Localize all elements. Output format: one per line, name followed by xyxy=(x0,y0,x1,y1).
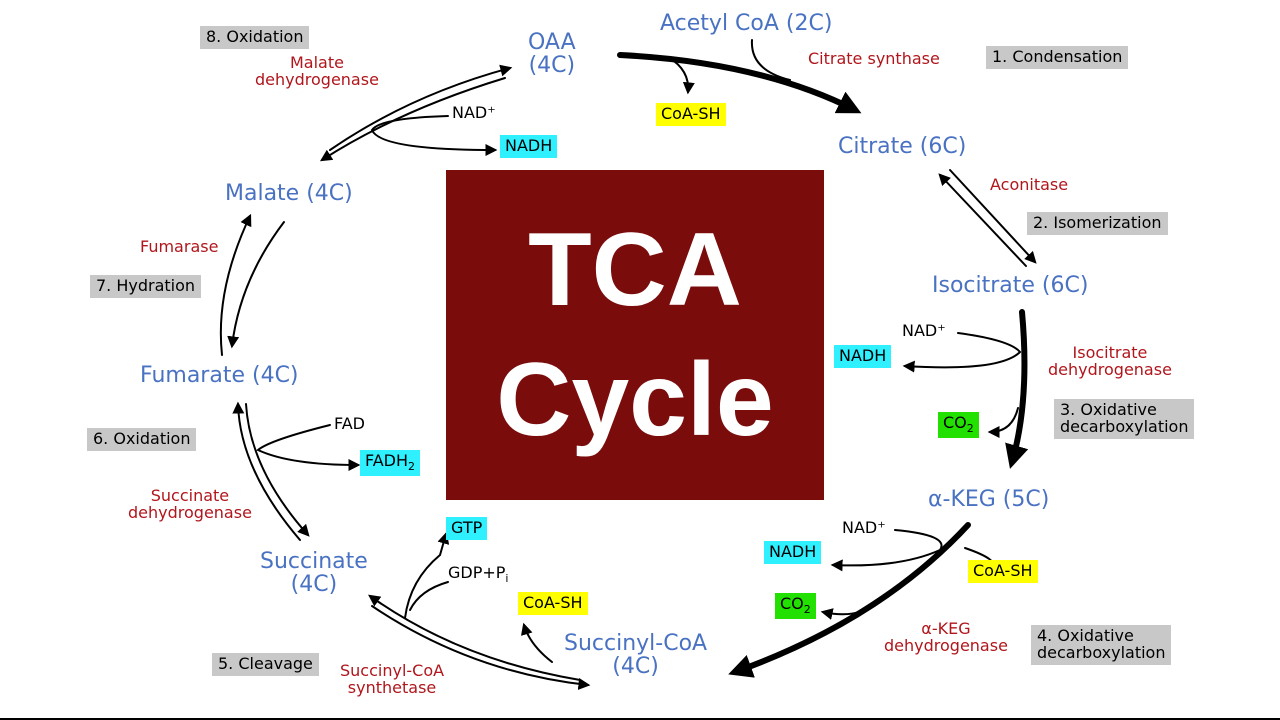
enzyme-malate-dehydrogenase: Malate dehydrogenase xyxy=(255,53,379,89)
enzyme-akeg-dehydrogenase: α-KEG dehydrogenase xyxy=(884,619,1008,655)
step-6-label: 6. Oxidation xyxy=(87,428,197,451)
gdp-text: GDP+P xyxy=(448,563,506,582)
metabolite-citrate: Citrate (6C) xyxy=(838,134,967,159)
enzyme-succinyl-coa-synthetase: Succinyl-CoA synthetase xyxy=(340,661,445,697)
cofactor-nad-step8: NAD⁺ xyxy=(452,103,496,122)
metabolite-succinate: Succinate (4C) xyxy=(260,550,368,596)
enzyme-mdh-line-2: dehydrogenase xyxy=(255,69,379,89)
cofactor-coa-sh-step1: CoA-SH xyxy=(656,103,726,126)
co2-step4-text: CO xyxy=(780,594,804,613)
metabolite-oaa-carbons: (4C) xyxy=(528,53,576,79)
enzyme-sdh-line-2: dehydrogenase xyxy=(128,502,252,522)
metabolite-acetyl-coa: Acetyl CoA (2C) xyxy=(660,11,833,36)
step-7-label: 7. Hydration xyxy=(90,275,202,298)
metabolite-malate: Malate (4C) xyxy=(225,181,353,206)
title-line-2: Cycle xyxy=(496,342,774,458)
cofactor-coa-sh-step5: CoA-SH xyxy=(518,592,588,615)
fadh-subscript: 2 xyxy=(408,460,416,474)
metabolite-fumarate: Fumarate (4C) xyxy=(140,363,299,388)
step-4-line-2: decarboxylation xyxy=(1037,642,1166,662)
arrow-isocitrate-to-akeg xyxy=(1005,309,1029,469)
enzyme-idh-line-2: dehydrogenase xyxy=(1048,359,1172,379)
fadh-text: FADH xyxy=(365,451,409,470)
arrow-co2-out-4 xyxy=(820,599,879,620)
arrow-succinate-to-fumarate xyxy=(232,401,301,541)
step-4-line-1: 4. Oxidative xyxy=(1037,626,1134,645)
arrow-fumarate-to-succinate xyxy=(245,403,310,537)
cofactor-nad-step4: NAD⁺ xyxy=(842,518,886,537)
title-line-1: TCA xyxy=(528,212,742,328)
arrow-succinate-to-succinylcoa xyxy=(371,605,591,690)
arrow-succinylcoa-to-succinate xyxy=(368,594,581,681)
arrow-gdp-in xyxy=(409,581,449,611)
metabolite-succinyl-coa-carbons: (4C) xyxy=(612,654,659,680)
enzyme-sdh-line-1: Succinate xyxy=(150,486,230,505)
arrow-malate-to-oaa xyxy=(329,64,513,151)
cofactor-nad-step3: NAD⁺ xyxy=(902,321,946,340)
step-5-label: 5. Cleavage xyxy=(212,653,319,676)
title-box: TCA Cycle xyxy=(446,170,824,500)
metabolite-succinyl-coa: Succinyl-CoA (4C) xyxy=(564,632,707,678)
arrow-nadh-out-8 xyxy=(370,115,498,156)
arrow-coash-out xyxy=(667,56,695,95)
cofactor-fadh2: FADH2 xyxy=(360,450,421,476)
cofactor-nadh-step4: NADH xyxy=(764,541,822,564)
step-2-label: 2. Isomerization xyxy=(1027,212,1168,235)
arrow-isocitrate-to-citrate xyxy=(938,173,1027,267)
metabolite-oaa: OAA (4C) xyxy=(528,31,576,77)
metabolite-succinate-name: Succinate xyxy=(260,549,368,574)
metabolite-succinate-carbons: (4C) xyxy=(290,572,338,598)
step-3-line-2: decarboxylation xyxy=(1060,416,1189,436)
metabolite-oaa-name: OAA xyxy=(528,30,576,55)
enzyme-aconitase: Aconitase xyxy=(990,175,1069,194)
gdp-subscript: i xyxy=(505,572,509,586)
co2-step3-text: CO xyxy=(943,413,967,432)
enzyme-scs-line-2: synthetase xyxy=(347,677,437,697)
cofactor-gdp-pi: GDP+Pi xyxy=(448,563,509,586)
arrow-fumarate-to-malate xyxy=(219,213,252,356)
step-3-label: 3. Oxidative decarboxylation xyxy=(1054,399,1195,439)
metabolite-succinyl-coa-name: Succinyl-CoA xyxy=(564,631,708,656)
enzyme-akegdh-line-2: dehydrogenase xyxy=(884,635,1008,655)
enzyme-idh-line-1: Isocitrate xyxy=(1072,343,1148,362)
arrow-oaa-to-citrate xyxy=(617,52,862,114)
cofactor-coa-sh-step4: CoA-SH xyxy=(968,560,1038,583)
step-8-label: 8. Oxidation xyxy=(200,26,310,49)
step-3-line-1: 3. Oxidative xyxy=(1060,400,1157,419)
cofactor-fad: FAD xyxy=(334,414,365,433)
arrow-nadh-out-4 xyxy=(830,529,943,572)
arrow-fadh-out xyxy=(256,424,361,471)
arrow-coash-out-5 xyxy=(521,622,553,663)
arrow-co2-out-3 xyxy=(987,407,1019,438)
arrow-malate-to-fumarate xyxy=(227,221,285,349)
cofactor-gtp: GTP xyxy=(446,517,488,540)
arrow-oaa-to-malate xyxy=(319,77,506,162)
enzyme-scs-line-1: Succinyl-CoA xyxy=(340,661,445,680)
enzyme-succinate-dehydrogenase: Succinate dehydrogenase xyxy=(128,486,252,522)
enzyme-akegdh-line-1: α-KEG xyxy=(921,619,971,638)
step-1-label: 1. Condensation xyxy=(986,46,1129,69)
arrow-nadh-out-3 xyxy=(902,332,1022,373)
enzyme-mdh-line-1: Malate xyxy=(289,53,344,72)
co2-step3-subscript: 2 xyxy=(966,422,974,436)
metabolite-akeg: α-KEG (5C) xyxy=(928,487,1050,512)
step-4-label: 4. Oxidative decarboxylation xyxy=(1031,625,1172,665)
arrow-citrate-to-isocitrate xyxy=(949,169,1037,264)
enzyme-fumarase: Fumarase xyxy=(140,237,219,256)
enzyme-isocitrate-dehydrogenase: Isocitrate dehydrogenase xyxy=(1048,343,1172,379)
enzyme-citrate-synthase: Citrate synthase xyxy=(808,49,940,68)
cofactor-nadh-step8: NADH xyxy=(500,135,558,158)
arrow-acetylcoa-in xyxy=(750,39,791,81)
co2-step4-subscript: 2 xyxy=(803,603,811,617)
arrow-gtp-out xyxy=(404,531,450,619)
metabolite-isocitrate: Isocitrate (6C) xyxy=(932,273,1089,298)
cofactor-co2-step3: CO2 xyxy=(938,412,979,438)
cofactor-nadh-step3: NADH xyxy=(834,345,892,368)
cofactor-co2-step4: CO2 xyxy=(775,593,816,619)
